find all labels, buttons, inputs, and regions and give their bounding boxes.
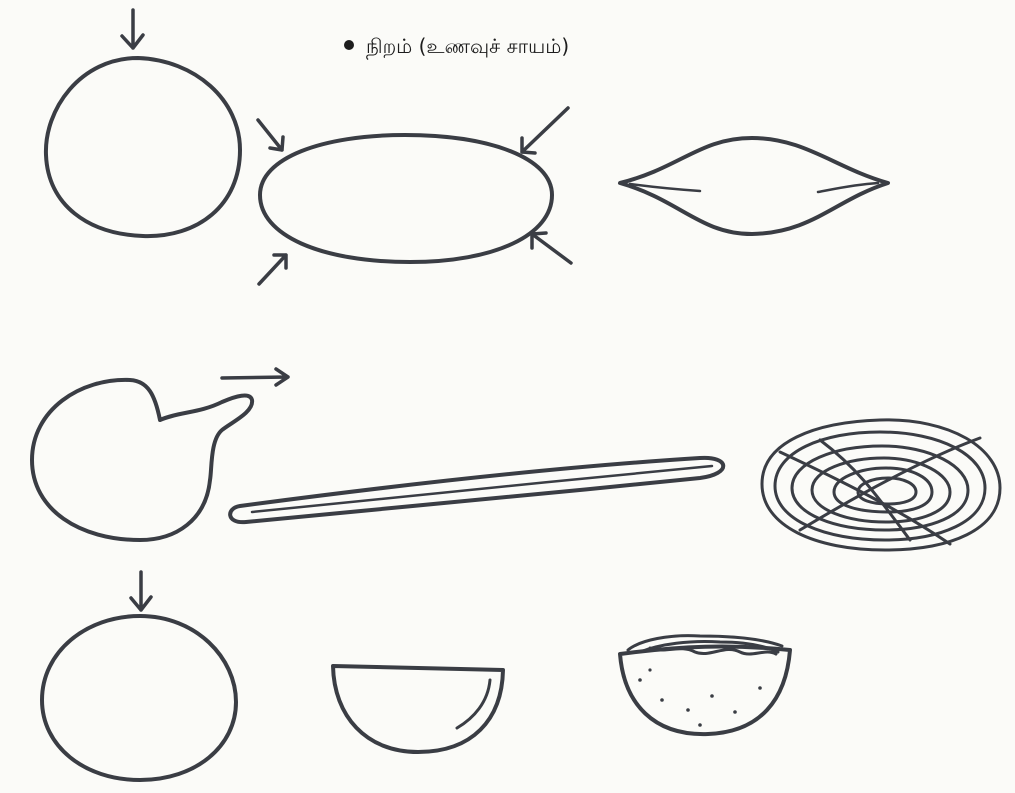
press-arrow-bottom-left-icon bbox=[259, 255, 286, 284]
press-arrow-bottom-right-icon bbox=[532, 233, 571, 263]
down-arrow-icon bbox=[122, 10, 143, 48]
coiled-dough-icon bbox=[762, 420, 1000, 550]
press-arrow-top-right-icon bbox=[522, 108, 568, 153]
flattened-oval-dough-icon bbox=[260, 135, 552, 262]
press-arrow-top-left-icon bbox=[258, 120, 283, 150]
half-sphere-bowl-icon bbox=[333, 666, 503, 752]
dough-with-pulled-tail-icon bbox=[32, 380, 252, 540]
right-arrow-icon bbox=[222, 369, 288, 385]
filled-half-sphere-icon bbox=[620, 636, 790, 734]
long-dough-rope-icon bbox=[230, 458, 723, 522]
down-arrow-icon-2 bbox=[131, 572, 151, 610]
round-dough-ball-icon-2 bbox=[42, 616, 236, 780]
lens-shaped-dough-icon bbox=[620, 138, 888, 234]
round-dough-ball-icon bbox=[46, 58, 240, 236]
